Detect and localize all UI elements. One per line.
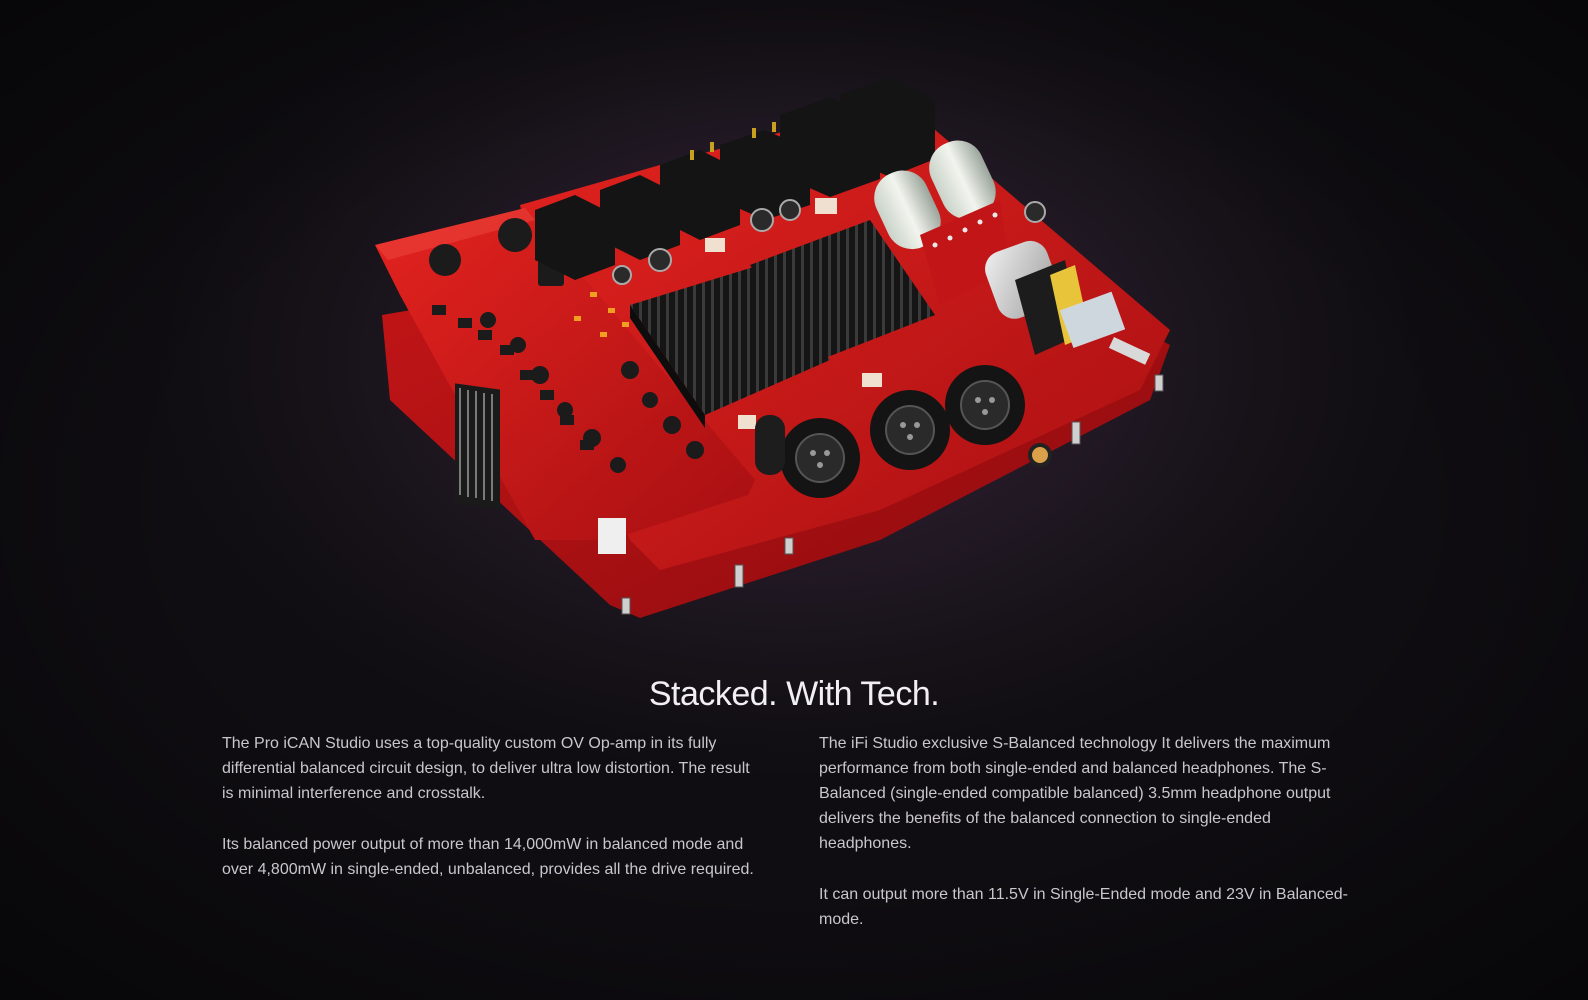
section-headline: Stacked. With Tech. (648, 674, 940, 713)
right-paragraph-2: It can output more than 11.5V in Single-… (819, 886, 1348, 928)
left-paragraph-2: Its balanced power output of more than 1… (222, 836, 754, 878)
product-circuit-board-image (375, 77, 1170, 618)
right-text-column: The iFi Studio exclusive S-Balanced tech… (819, 731, 1359, 958)
left-paragraph-1: The Pro iCAN Studio uses a top-quality c… (222, 735, 750, 802)
right-paragraph-1: The iFi Studio exclusive S-Balanced tech… (819, 735, 1331, 852)
left-text-column: The Pro iCAN Studio uses a top-quality c… (222, 731, 762, 908)
